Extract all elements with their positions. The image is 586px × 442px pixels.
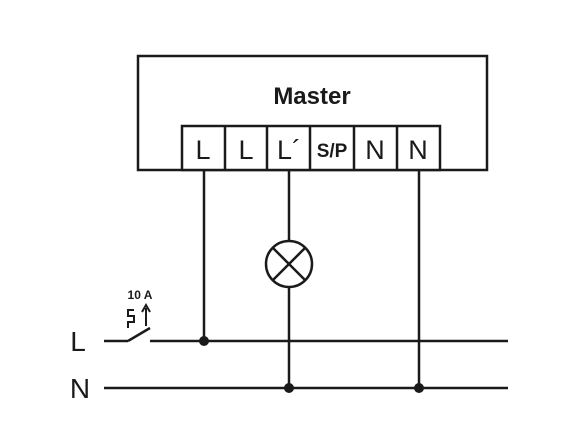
neutral-line-label: N <box>70 373 90 404</box>
breaker-rating: 10 A <box>128 288 153 302</box>
breaker-icon <box>127 302 151 343</box>
terminal-label-l2: L <box>238 135 253 165</box>
lamp-icon <box>264 239 314 289</box>
terminal-label-n2: N <box>408 135 428 165</box>
junction-dot-lamp-neutral <box>284 383 294 393</box>
terminal-label-sp: S/P <box>317 141 348 162</box>
terminal-label-l1: L <box>195 135 210 165</box>
live-line-label: L <box>70 326 86 357</box>
terminal-block: L L L´ S/P N N <box>180 124 442 172</box>
terminal-label-n1: N <box>365 135 385 165</box>
junction-dot-live <box>199 336 209 346</box>
junction-dot-n-neutral <box>414 383 424 393</box>
terminal-label-l-prime: L´ <box>277 135 301 165</box>
master-title: Master <box>273 83 350 110</box>
